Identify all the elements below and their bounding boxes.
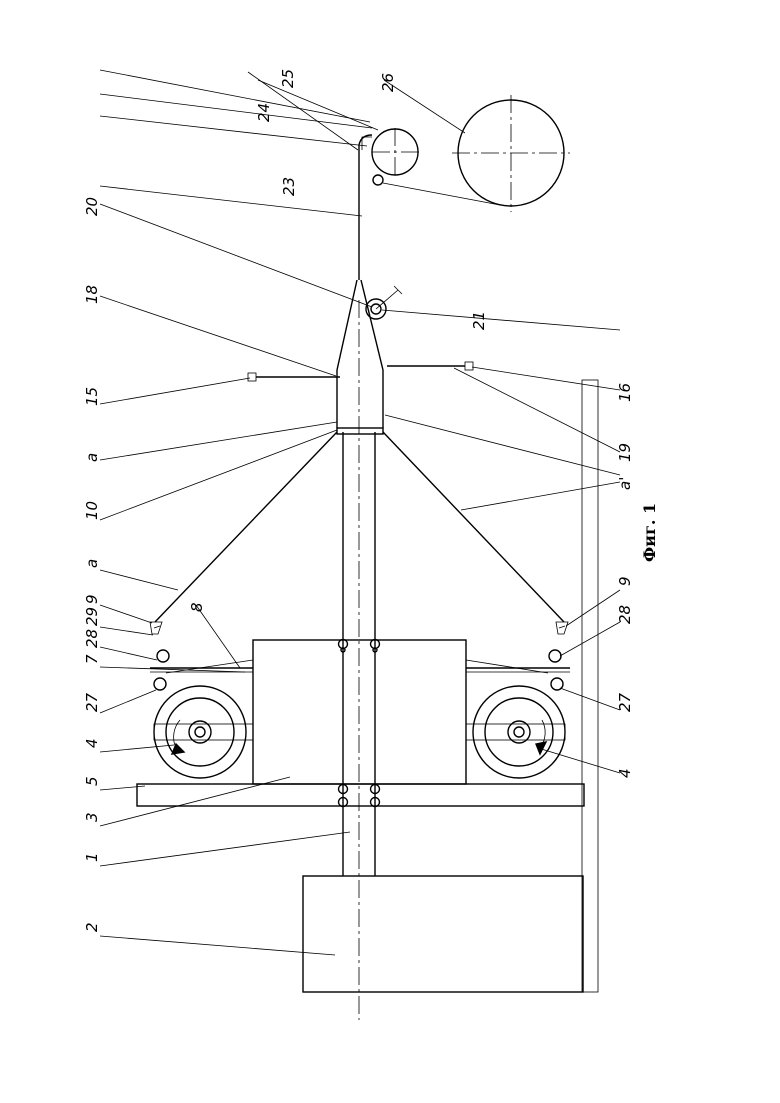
housing: [253, 640, 466, 785]
output-cord: [359, 135, 372, 280]
label-28-right: 28: [616, 605, 634, 624]
label-27-left: 27: [83, 692, 101, 712]
label-25: 25: [279, 69, 297, 88]
label-4-left: 4: [83, 738, 101, 748]
support-plate: [137, 784, 584, 807]
label-10: 10: [83, 501, 101, 520]
label-18: 18: [83, 285, 101, 304]
label-a-lower: a: [83, 559, 101, 568]
fibre-paths: [155, 432, 564, 622]
label-26: 26: [379, 73, 397, 92]
label-3: 3: [83, 812, 101, 822]
label-16: 16: [616, 383, 634, 402]
base-frame: [582, 380, 598, 992]
tension-roller: [366, 286, 402, 319]
side-nozzles: [248, 362, 473, 381]
label-23: 23: [280, 177, 298, 196]
label-4-right: 4: [616, 768, 634, 778]
label-1: 1: [83, 852, 101, 862]
label-2: 2: [83, 922, 101, 932]
motor-block: [303, 876, 583, 992]
spool-left: [154, 686, 253, 778]
label-21: 21: [470, 311, 488, 330]
guide-rollers: [150, 622, 570, 690]
label-20: 20: [83, 197, 101, 216]
forming-cone: [337, 280, 383, 434]
label-15: 15: [83, 387, 101, 406]
label-24: 24: [255, 103, 273, 122]
pulling-drum: [362, 128, 500, 205]
label-a-upper: a: [83, 453, 101, 462]
main-shaft: [343, 300, 375, 1020]
label-29: 29: [83, 607, 101, 626]
label-a-prime: a': [616, 477, 634, 490]
take-up-reel: [452, 95, 570, 212]
label-5: 5: [83, 776, 101, 786]
label-9-right: 9: [616, 576, 634, 586]
label-28-left: 28: [83, 629, 101, 648]
label-7: 7: [83, 654, 101, 664]
label-19: 19: [616, 443, 634, 462]
figure-caption: Фиг. 1: [640, 503, 659, 562]
label-8: 8: [188, 602, 206, 612]
label-27-right: 27: [616, 692, 634, 712]
spool-right: [466, 686, 565, 778]
label-9-left: 9: [83, 594, 101, 604]
leader-lines: [100, 70, 620, 955]
